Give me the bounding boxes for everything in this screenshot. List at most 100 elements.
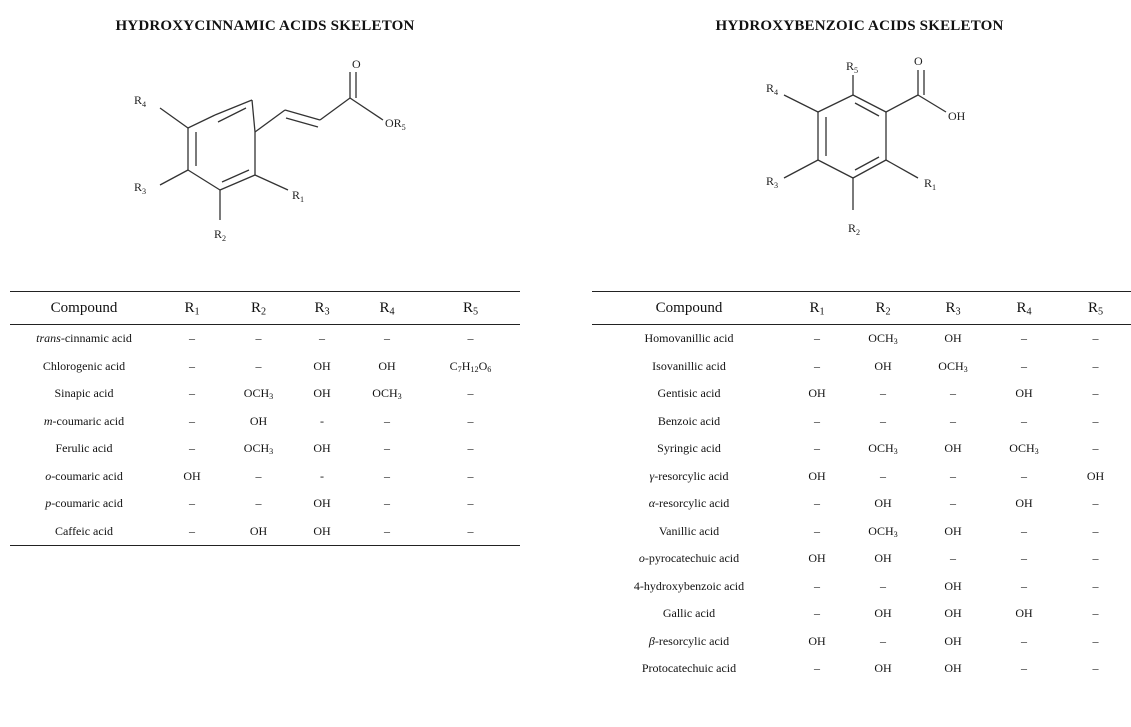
substituent-cell-r2: OH — [874, 551, 892, 566]
substituent-cell-r1: – — [189, 496, 195, 511]
substituent-cell-r5: – — [467, 331, 474, 346]
substituent-cell-r4: OH — [378, 358, 396, 373]
compound-name-cell: Protocatechuic acid — [641, 661, 737, 676]
compound-name-cell: α-resorcylic acid — [648, 496, 730, 511]
substituent-cell-r1: – — [189, 358, 195, 373]
substituent-cell-r4: – — [1021, 633, 1027, 648]
substituent-cell-r3: – — [950, 468, 956, 483]
substituent-cell-r2: OH — [874, 661, 892, 676]
compound-name-cell: Isovanillic acid — [652, 358, 726, 373]
column-header-r4: R4 — [988, 291, 1060, 325]
substituent-cell-r3: OH — [944, 661, 962, 676]
column-header-compound: Compound — [10, 291, 158, 325]
substituent-cell-r4: – — [384, 413, 390, 428]
substituent-cell-r1: – — [814, 331, 820, 346]
substituent-cell-r5: – — [467, 386, 474, 401]
substituent-cell-r3: OH — [313, 496, 331, 511]
substituent-cell-r4: – — [1021, 551, 1027, 566]
hydroxycinnamic-r4-label: R4 — [134, 93, 146, 109]
compound-name-cell: Gallic acid — [662, 606, 716, 621]
substituent-cell-r2: – — [880, 386, 886, 401]
table-row: m-coumaric acid–OH-–– — [10, 408, 520, 436]
hydroxybenzoic-title: HYDROXYBENZOIC ACIDS SKELETON — [715, 18, 1004, 34]
compound-name-cell: Vanillic acid — [658, 523, 720, 538]
column-header-r1: R1 — [786, 291, 848, 325]
substituent-cell-r1: – — [814, 413, 820, 428]
column-header-r3: R3 — [291, 291, 353, 325]
table-row: trans-cinnamic acid––––– — [10, 325, 520, 353]
substituent-cell-r1: – — [814, 441, 820, 456]
substituent-cell-r5: – — [1092, 661, 1099, 676]
substituent-cell-r5: – — [1092, 441, 1099, 456]
substituent-cell-r3: – — [950, 386, 956, 401]
hydroxybenzoic-r2-label: R2 — [848, 221, 860, 237]
substituent-cell-r5: – — [1092, 606, 1099, 621]
compound-name-cell: Homovanillic acid — [644, 331, 734, 346]
substituent-cell-r5: – — [421, 517, 520, 546]
substituent-cell-r2: OH — [874, 606, 892, 621]
substituent-cell-r1: – — [189, 386, 195, 401]
substituent-cell-r1: OH — [183, 468, 201, 483]
column-header-r1: R1 — [158, 291, 226, 325]
substituent-cell-r3: – — [319, 331, 325, 346]
compound-name-cell: Benzoic acid — [657, 413, 721, 428]
substituent-cell-r4: – — [384, 468, 390, 483]
substituent-cell-r3: OH — [291, 517, 353, 546]
compound-name-cell: Chlorogenic acid — [42, 358, 126, 373]
substituent-cell-r5: – — [1092, 331, 1099, 346]
hydroxybenzoic-bonds — [783, 70, 947, 210]
substituent-cell-r2: – — [880, 578, 886, 593]
substituent-cell-r1: – — [814, 496, 820, 511]
substituent-cell-r4: – — [353, 517, 421, 546]
hydroxybenzoic-carbonyl-oxygen-label: O — [914, 54, 923, 68]
substituent-cell-r3: OH — [313, 358, 331, 373]
substituent-cell-r3: – — [950, 496, 956, 511]
substituent-cell-r5: – — [467, 413, 474, 428]
substituent-cell-r3: OH — [944, 606, 962, 621]
substituent-cell-r1: OH — [808, 551, 826, 566]
substituent-cell-r3: OH — [313, 441, 331, 456]
column-header-r2: R2 — [848, 291, 918, 325]
compound-name-cell: m-coumaric acid — [43, 413, 125, 428]
substituent-cell-r5: – — [1092, 358, 1099, 373]
substituent-cell-r4: – — [1021, 331, 1027, 346]
compound-name-cell: Ferulic acid — [55, 441, 113, 456]
hydroxycinnamic-r3-label: R3 — [134, 180, 146, 196]
substituent-cell-r5: – — [1092, 496, 1099, 511]
substituent-cell-r4: – — [1021, 578, 1027, 593]
substituent-cell-r2: OCH3 — [243, 441, 274, 457]
substituent-cell-r2: – — [880, 468, 886, 483]
substituent-cell-r1: – — [189, 331, 195, 346]
substituent-cell-r4: – — [1021, 358, 1027, 373]
substituent-cell-r3: OCH3 — [938, 358, 968, 374]
substituent-cell-r4: – — [384, 331, 390, 346]
substituent-cell-r4: OH — [1015, 386, 1033, 401]
hydroxycinnamic-carbonyl-oxygen-label: O — [352, 57, 361, 71]
substituent-cell-r1: – — [814, 523, 820, 538]
substituent-cell-r5: – — [1092, 551, 1099, 566]
hydroxycinnamic-title: HYDROXYCINNAMIC ACIDS SKELETON — [115, 18, 415, 34]
substituent-cell-r2: – — [255, 468, 262, 483]
substituent-cell-r4: OH — [1015, 606, 1033, 621]
substituent-cell-r4: – — [1021, 468, 1027, 483]
substituent-cell-r5: – — [467, 468, 474, 483]
compound-name-cell: Sinapic acid — [54, 386, 114, 401]
table-row: 4-hydroxybenzoic acid––OH–– — [592, 573, 1131, 601]
substituent-cell-r1: – — [814, 661, 820, 676]
column-header-r2: R2 — [226, 291, 291, 325]
hydroxycinnamic-bonds — [159, 72, 384, 220]
substituent-cell-r5: – — [1092, 578, 1099, 593]
substituent-cell-r4: – — [384, 441, 390, 456]
compound-name-cell: Gentisic acid — [657, 386, 721, 401]
substituent-cell-r2: – — [255, 331, 262, 346]
